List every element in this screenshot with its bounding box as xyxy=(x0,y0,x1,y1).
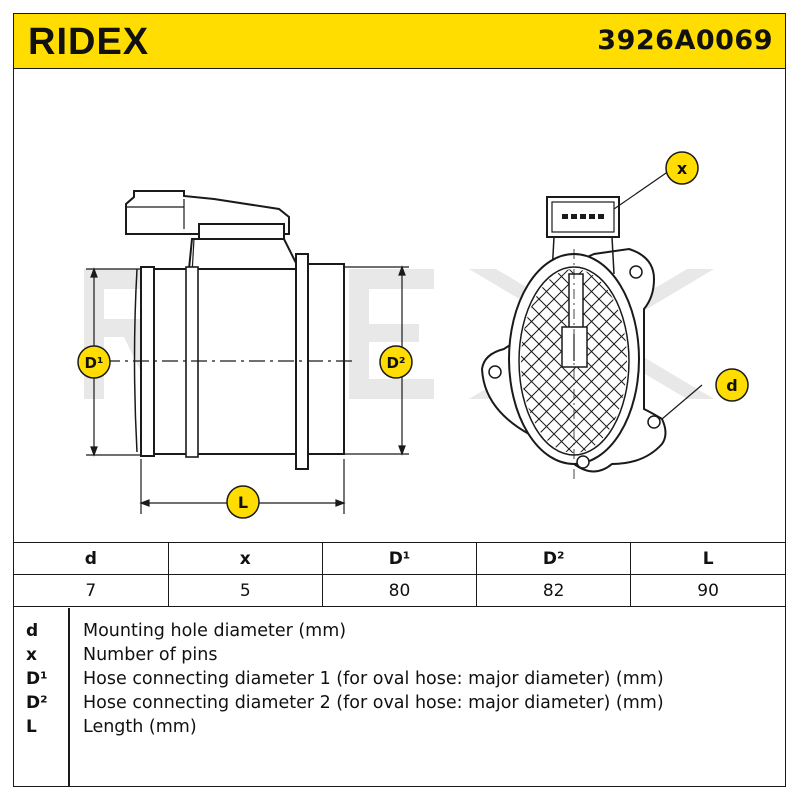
leader-lines xyxy=(613,170,703,420)
legend-desc: Mounting hole diameter (mm) xyxy=(83,621,347,641)
spec-value-row: 7 5 80 82 90 xyxy=(14,574,785,607)
legend-row: D¹ Hose connecting diameter 1 (for oval … xyxy=(14,667,785,691)
legend-row: D² Hose connecting diameter 2 (for oval … xyxy=(14,691,785,715)
spec-value-d: 7 xyxy=(14,574,169,607)
legend-row: d Mounting hole diameter (mm) xyxy=(14,619,785,643)
callout-d2-label: D² xyxy=(386,354,405,372)
callout-x-label: x xyxy=(677,159,688,178)
callout-d2: D² xyxy=(379,345,413,379)
callout-l-label: L xyxy=(238,493,248,512)
callout-d-label: d xyxy=(726,376,737,395)
legend-key: D¹ xyxy=(26,669,48,689)
spec-value-x: 5 xyxy=(167,574,323,607)
callout-d1-label: D¹ xyxy=(84,354,103,372)
legend-divider xyxy=(68,608,70,786)
spec-header-row: d x D¹ D² L xyxy=(14,542,785,575)
legend-row: x Number of pins xyxy=(14,643,785,667)
legend-desc: Number of pins xyxy=(83,645,218,665)
legend-key: x xyxy=(26,645,37,665)
side-view xyxy=(104,190,354,470)
technical-drawing: x d D¹ D² L xyxy=(77,151,749,519)
spec-header-x: x xyxy=(167,542,323,575)
legend-key: L xyxy=(26,717,37,737)
spec-value-d1: 80 xyxy=(321,574,478,607)
brand-logo-text: RIDEX xyxy=(28,21,149,62)
legend-key: d xyxy=(26,621,39,641)
legend: d Mounting hole diameter (mm) x Number o… xyxy=(14,608,785,786)
callout-x: x xyxy=(665,151,699,185)
legend-desc: Hose connecting diameter 1 (for oval hos… xyxy=(83,669,664,689)
callout-l: L xyxy=(226,485,260,519)
end-view xyxy=(480,196,667,479)
spec-header-d2: D² xyxy=(476,542,632,575)
callout-d1: D¹ xyxy=(77,345,111,379)
part-number: 3926A0069 xyxy=(597,25,773,56)
spec-value-l: 90 xyxy=(630,574,785,607)
legend-row: L Length (mm) xyxy=(14,715,785,739)
legend-desc: Length (mm) xyxy=(83,717,197,737)
ridex-logo: RIDEX xyxy=(28,21,149,62)
callout-d: d xyxy=(715,368,749,402)
spec-table: d x D¹ D² L 7 5 80 82 90 xyxy=(14,542,785,607)
spec-header-l: L xyxy=(630,542,785,575)
datasheet-frame: RIDEX 3926A0069 xyxy=(13,13,786,787)
spec-header-d: d xyxy=(14,542,169,575)
spec-header-d1: D¹ xyxy=(321,542,478,575)
legend-key: D² xyxy=(26,693,48,713)
header-bar: RIDEX 3926A0069 xyxy=(14,14,785,69)
legend-desc: Hose connecting diameter 2 (for oval hos… xyxy=(83,693,664,713)
spec-value-d2: 82 xyxy=(476,574,632,607)
